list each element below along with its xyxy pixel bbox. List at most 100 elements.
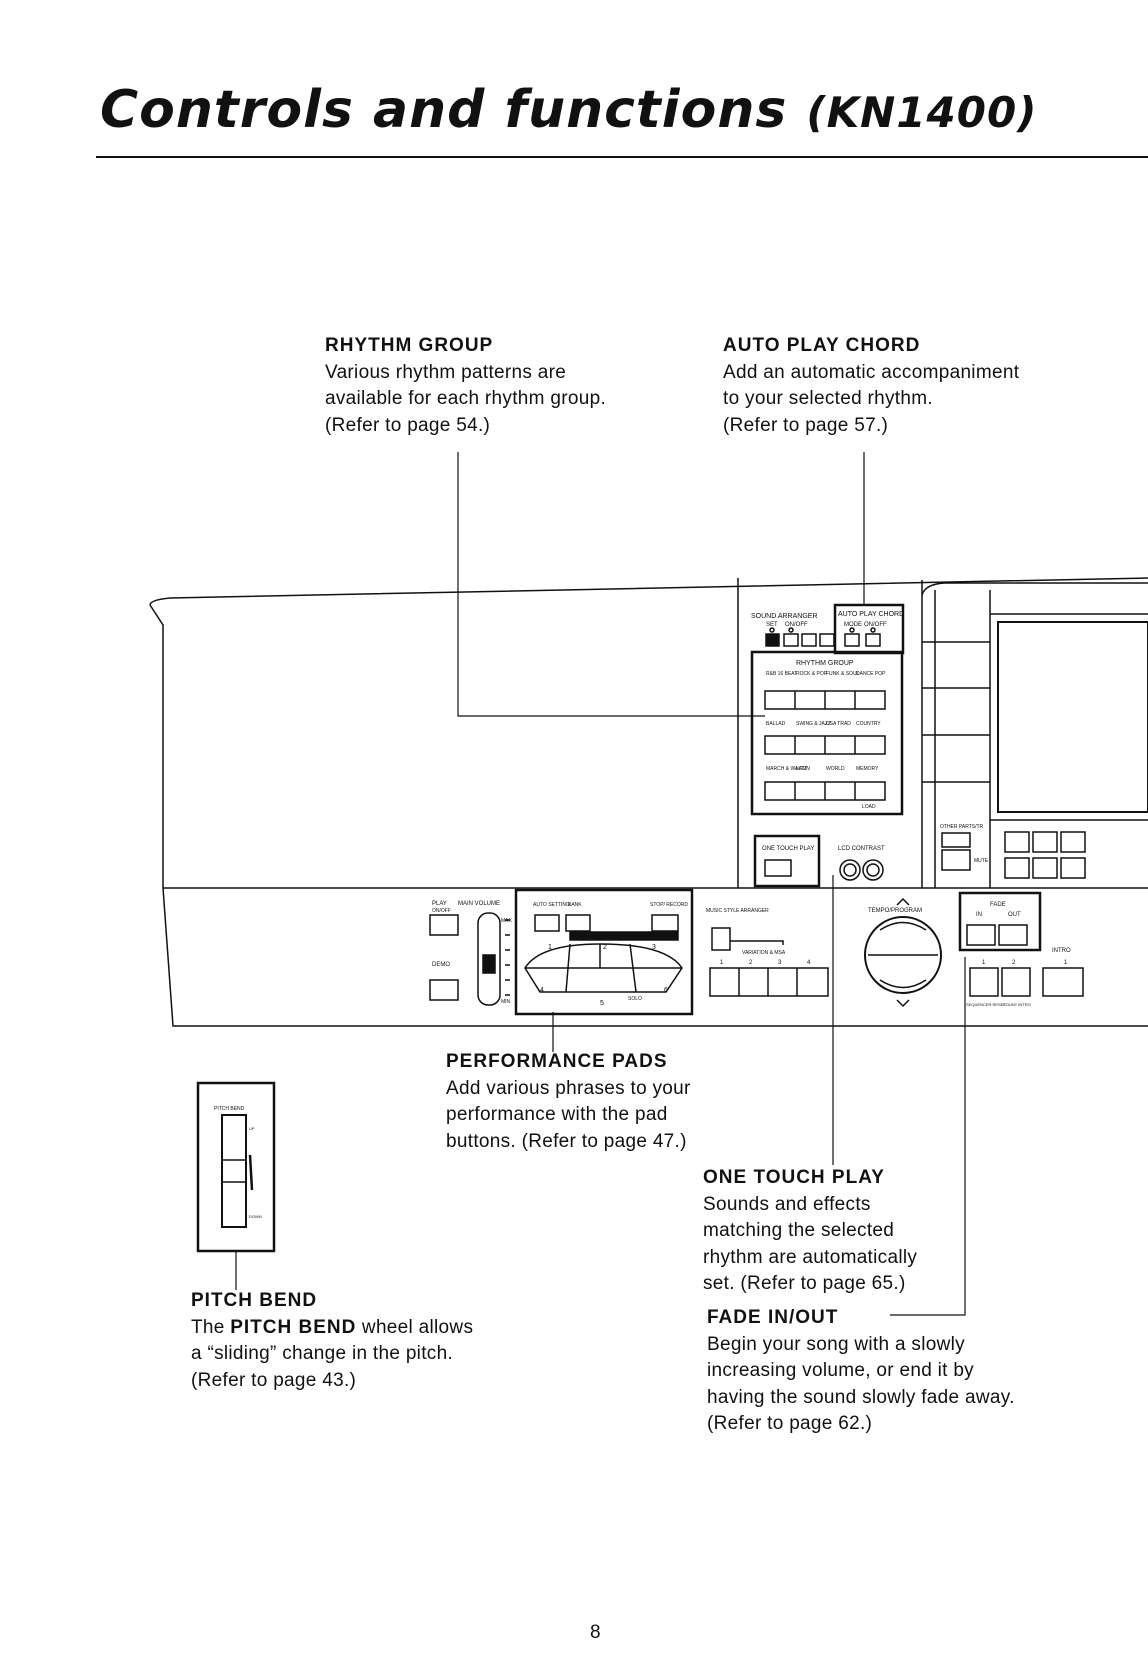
rhythm-label: MARCH & WALTZ: [766, 766, 807, 772]
intro-number: 1: [1064, 960, 1068, 966]
variation-number: 3: [778, 960, 782, 966]
rhythm-label: MEMORY: [856, 766, 879, 772]
pitch-bend-panel-label: PITCH BEND: [214, 1106, 245, 1112]
other-parts-button[interactable]: [941, 832, 971, 848]
callout-pitch-bend: PITCH BEND The PITCH BEND wheel allows a…: [191, 1288, 473, 1394]
apc-onoff-label: ON/OFF: [864, 622, 887, 628]
variation-number: 4: [807, 960, 811, 966]
callout-body-bold: PITCH BEND: [230, 1316, 357, 1338]
play-button[interactable]: [429, 914, 459, 936]
callout-body-text: wheel allows a “sliding” change in the p…: [191, 1316, 474, 1391]
callout-one-touch-play: ONE TOUCH PLAY Sounds and effects matchi…: [703, 1165, 917, 1298]
sound-arranger-button[interactable]: [819, 633, 835, 647]
sequencer-reset-label: SEQUENCER RESET: [966, 1002, 1006, 1007]
title-model: (KN1400): [806, 88, 1038, 137]
fill-number: 1: [982, 960, 986, 966]
part-button[interactable]: [1004, 831, 1030, 853]
callout-body: Add various phrases to your performance …: [446, 1077, 691, 1152]
auto-setting-button[interactable]: [534, 914, 560, 932]
max-label: MAX: [501, 918, 513, 924]
fill-number: 2: [1012, 960, 1016, 966]
sound-arranger-label: SOUND ARRANGER: [751, 613, 818, 620]
variation-area: [709, 927, 829, 997]
lcd-contrast-knob[interactable]: [839, 859, 861, 881]
lcd-contrast-label: LCD CONTRAST: [838, 846, 885, 852]
part-button[interactable]: [1032, 831, 1058, 853]
callout-heading: AUTO PLAY CHORD: [723, 335, 921, 356]
fade-out-label: OUT: [1008, 912, 1021, 918]
title-rule: [96, 156, 1148, 158]
apc-onoff-button[interactable]: [865, 633, 881, 647]
bank-label: BANK: [568, 902, 582, 908]
tempo-dial[interactable]: [864, 897, 942, 1008]
pad-cluster[interactable]: [524, 943, 683, 993]
display-area: [922, 613, 1148, 879]
sound-arranger-button[interactable]: [801, 633, 817, 647]
pad-number: 2: [603, 944, 607, 951]
main-volume-slider[interactable]: [477, 912, 501, 1006]
performance-pads-highlight: [514, 888, 694, 1016]
volume-knob[interactable]: [482, 954, 496, 974]
callout-heading: ONE TOUCH PLAY: [703, 1167, 885, 1188]
rhythm-label: FUNK & SOUL: [826, 671, 860, 677]
callout-body: Begin your song with a slowly increasing…: [707, 1333, 1015, 1435]
fade-out-button[interactable]: [998, 924, 1028, 946]
down-label: DOWN: [249, 1214, 262, 1219]
intro-button[interactable]: [1042, 967, 1084, 997]
rhythm-group-panel: [750, 650, 904, 816]
min-label: MIN: [501, 999, 511, 1005]
mute-label: MUTE: [974, 858, 989, 864]
part-button[interactable]: [1060, 857, 1086, 879]
variation-buttons[interactable]: [709, 967, 829, 997]
one-touch-play-label: ONE TOUCH PLAY: [762, 846, 814, 852]
one-touch-play-highlight: [753, 834, 821, 888]
rhythm-label: SWING & JAZZ: [796, 721, 831, 727]
auto-setting-label: AUTO SETTING: [533, 902, 570, 908]
fade-in-button[interactable]: [966, 924, 996, 946]
callout-body: Various rhythm patterns are available fo…: [325, 361, 607, 436]
panel-outline: [149, 577, 1148, 1027]
rhythm-label: COUNTRY: [856, 721, 881, 727]
apc-mode-button[interactable]: [844, 633, 860, 647]
leader-lines: [235, 452, 966, 1316]
rhythm-label: R&B 16 BEAT: [766, 671, 797, 677]
fill-button-1[interactable]: [969, 967, 999, 997]
load-label: LOAD: [862, 804, 876, 810]
performance-pads-panel: [514, 888, 694, 1016]
stop-record-button[interactable]: [651, 914, 679, 932]
solo-label: SOLO: [628, 996, 642, 1002]
pitch-bend-inset: [196, 1081, 276, 1253]
callout-body: The PITCH BEND wheel allows a “sliding” …: [191, 1315, 473, 1395]
part-button[interactable]: [1004, 857, 1030, 879]
part-button[interactable]: [1060, 831, 1086, 853]
intro-label: INTRO: [1052, 948, 1071, 954]
callout-body: Sounds and effects matching the selected…: [703, 1193, 918, 1295]
rhythm-label: BALLAD: [766, 721, 786, 727]
fill-button-2[interactable]: [1001, 967, 1031, 997]
play-label: PLAY: [432, 901, 447, 907]
callout-heading: PERFORMANCE PADS: [446, 1051, 668, 1072]
variation-msa-label: VARIATION & MSA: [742, 950, 786, 956]
title-main: Controls and functions: [100, 80, 788, 140]
callout-heading: PITCH BEND: [191, 1290, 318, 1311]
bank-button[interactable]: [565, 914, 591, 932]
pad-number: 1: [548, 944, 552, 951]
callout-heading: RHYTHM GROUP: [325, 335, 494, 356]
sound-arranger-onoff-label: ON/OFF: [785, 622, 808, 628]
sound-arranger-set-button[interactable]: [765, 633, 780, 647]
pitch-bend-wheel[interactable]: [221, 1114, 247, 1228]
apc-mode-label: MODE: [844, 622, 862, 628]
part-button[interactable]: [1032, 857, 1058, 879]
demo-button[interactable]: [429, 979, 459, 1001]
page-title: Controls and functions (KN1400): [100, 80, 1037, 140]
tempo-program-label: TEMPO/PROGRAM: [868, 908, 922, 914]
lcd-contrast-knob[interactable]: [862, 859, 884, 881]
mute-button[interactable]: [941, 849, 971, 871]
one-touch-play-button[interactable]: [764, 859, 792, 877]
fade-area: [958, 891, 1084, 997]
pad-number: 4: [540, 987, 544, 994]
sound-arranger-onoff-button[interactable]: [783, 633, 799, 647]
music-style-arranger-button[interactable]: [711, 927, 731, 951]
rhythm-label: ROCK & POP: [796, 671, 828, 677]
